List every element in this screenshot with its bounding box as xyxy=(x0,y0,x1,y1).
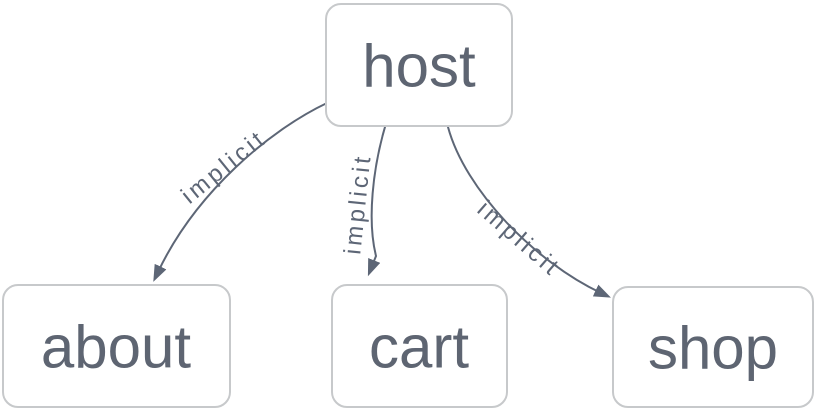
node-about: about xyxy=(2,284,231,408)
node-about-label: about xyxy=(41,314,191,381)
node-shop-box xyxy=(612,286,814,408)
node-host-box xyxy=(325,3,513,127)
edge-label-group: implicit implicit implicit xyxy=(176,125,566,283)
edge-host-shop xyxy=(447,126,611,298)
node-host-label: host xyxy=(362,33,476,100)
edge-host-cart xyxy=(367,126,386,277)
edge-group xyxy=(153,102,611,298)
node-shop: shop xyxy=(612,286,814,408)
node-host: host xyxy=(325,3,513,127)
node-cart: cart xyxy=(331,284,508,408)
node-shop-label: shop xyxy=(648,315,778,382)
node-cart-box xyxy=(331,284,508,408)
edge-label-host-cart: implicit xyxy=(339,152,376,256)
edge-label-host-shop: implicit xyxy=(472,196,566,283)
node-about-box xyxy=(2,284,231,408)
edge-host-about xyxy=(153,102,328,282)
edge-label-host-about: implicit xyxy=(176,125,272,210)
node-cart-label: cart xyxy=(369,314,469,381)
